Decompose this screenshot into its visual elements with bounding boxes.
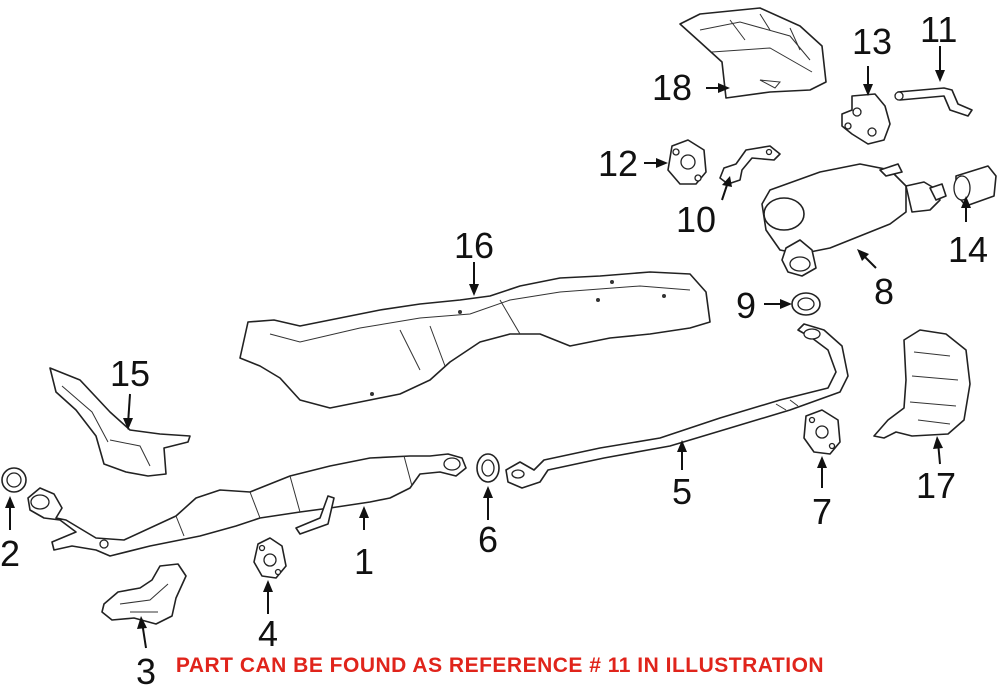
- part-9-gasket[interactable]: [791, 292, 821, 316]
- callout-14: 14: [948, 229, 988, 270]
- part-15-heat-shield[interactable]: [49, 367, 191, 477]
- callout-10: 10: [676, 199, 716, 240]
- callout-4: 4: [258, 613, 278, 654]
- callout-15: 15: [110, 353, 150, 394]
- part-8-muffler[interactable]: [761, 163, 947, 277]
- part-5-center-pipe[interactable]: [505, 323, 849, 489]
- callout-1: 1: [354, 541, 374, 582]
- callout-arrows: [5, 46, 971, 649]
- callout-5: 5: [672, 471, 692, 512]
- callout-3: 3: [136, 651, 156, 688]
- part-6-gasket[interactable]: [476, 453, 500, 483]
- part-1-front-pipe[interactable]: [27, 453, 467, 557]
- part-3-insulator[interactable]: [101, 563, 187, 625]
- callout-17: 17: [916, 465, 956, 506]
- part-13-bracket[interactable]: [841, 93, 891, 145]
- callout-18: 18: [652, 67, 692, 108]
- callout-7: 7: [812, 491, 832, 532]
- part-14-tail-tip[interactable]: [953, 165, 997, 207]
- part-2-gasket[interactable]: [1, 467, 27, 493]
- part-7-rubber-hanger[interactable]: [803, 409, 841, 455]
- callout-6: 6: [478, 519, 498, 560]
- part-18-heat-shield[interactable]: [679, 7, 827, 99]
- callout-8: 8: [874, 271, 894, 312]
- part-17-heat-shield[interactable]: [873, 329, 971, 439]
- part-12-rubber-hanger[interactable]: [667, 139, 707, 185]
- part-11-hanger-rod[interactable]: [894, 87, 973, 117]
- reference-caption: PART CAN BE FOUND AS REFERENCE # 11 IN I…: [175, 654, 825, 677]
- callout-11: 11: [920, 9, 957, 50]
- callout-16: 16: [454, 225, 494, 266]
- callout-labels: 18 13 11 12 10 14 8 9 16 15 2 1 6 4 3 5 …: [0, 9, 988, 688]
- part-4-rubber-hanger[interactable]: [253, 537, 287, 579]
- callout-9: 9: [736, 285, 756, 326]
- callout-13: 13: [852, 21, 892, 62]
- part-16-heat-shield[interactable]: [239, 271, 711, 409]
- callout-12: 12: [598, 143, 638, 184]
- callout-2: 2: [0, 533, 20, 574]
